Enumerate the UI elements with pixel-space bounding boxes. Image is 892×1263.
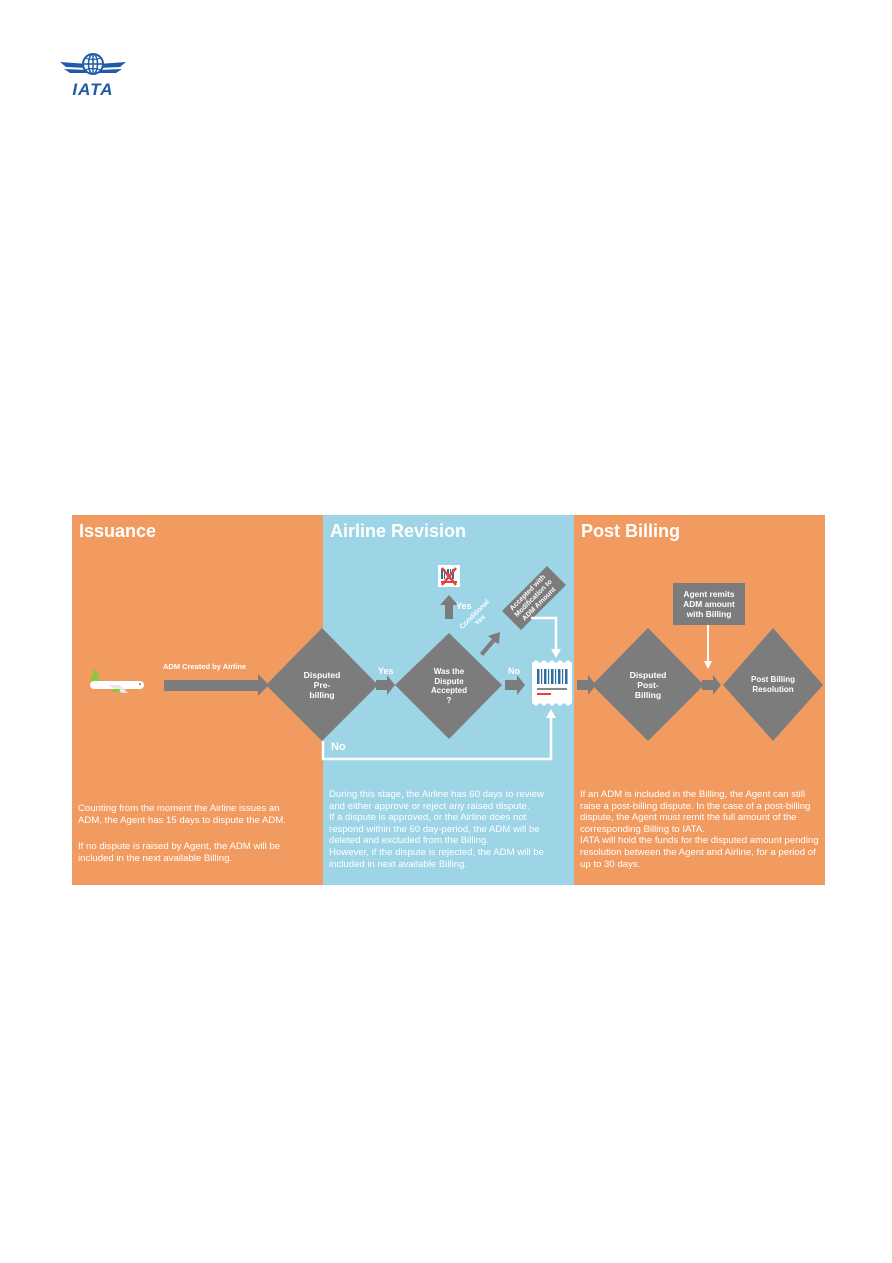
- arrow-no-right: [505, 675, 525, 695]
- connector-modification-arrowhead: [551, 649, 561, 658]
- cancelled-document-icon: [438, 565, 460, 587]
- label-post-billing-resolution: Post Billing Resolution: [751, 675, 795, 694]
- issuance-note: If no dispute is raised by Agent, the AD…: [78, 841, 281, 864]
- post-billing-description: If an ADM is included in the Billing, th…: [580, 789, 819, 870]
- revision-description: During this stage, the Airline has 60 da…: [329, 789, 544, 870]
- label-no-right: No: [508, 666, 520, 676]
- iata-logo: IATA: [58, 52, 128, 99]
- disputed-post-billing-diamond: [592, 628, 704, 741]
- arrow-conditional-yes: [480, 632, 500, 656]
- accepted-modification-box: [502, 566, 566, 630]
- label-disputed-pre-billing: Disputed Pre- billing: [303, 670, 341, 700]
- panel-title-revision: Airline Revision: [330, 521, 467, 541]
- barcode-document-icon: [532, 660, 572, 706]
- airplane-icon: [90, 670, 144, 693]
- connector-remits-arrowhead: [704, 661, 712, 669]
- no-loop-line: [321, 715, 553, 761]
- label-agent-remits: Agent remits ADM amount with Billing: [683, 589, 735, 619]
- label-no-bottom: No: [331, 741, 346, 753]
- label-disputed-post-billing: Disputed Post- Billing: [629, 670, 667, 700]
- panel-title-post-billing: Post Billing: [581, 521, 680, 541]
- adm-dispute-process-diagram: Issuance Counting from the moment the Ai…: [72, 515, 825, 885]
- no-loop-arrowhead: [546, 709, 556, 718]
- label-dispute-accepted: Was the Dispute Accepted ?: [430, 667, 468, 705]
- arrow-to-accepted: [376, 675, 395, 695]
- arrow-to-disputed-post: [577, 675, 596, 695]
- diagram-shapes: [90, 565, 823, 761]
- label-adm-created: ADM Created by Airline: [163, 662, 247, 671]
- post-billing-resolution-diamond: [723, 628, 823, 741]
- arrow-yes-up: [440, 595, 458, 619]
- connector-modification-to-document: [531, 616, 558, 652]
- arrow-to-resolution: [702, 675, 721, 695]
- issuance-description: Counting from the moment the Airline iss…: [78, 803, 286, 826]
- disputed-pre-billing-diamond: [266, 628, 378, 741]
- dispute-accepted-diamond: [395, 633, 502, 739]
- label-yes-1: Yes: [378, 666, 394, 676]
- adm-created-arrow: [164, 674, 269, 696]
- label-yes-up: Yes: [456, 601, 472, 611]
- globe-icon: [60, 53, 126, 75]
- panel-title-issuance: Issuance: [79, 521, 157, 541]
- logo-text: IATA: [72, 80, 114, 99]
- agent-remits-box: [673, 583, 745, 625]
